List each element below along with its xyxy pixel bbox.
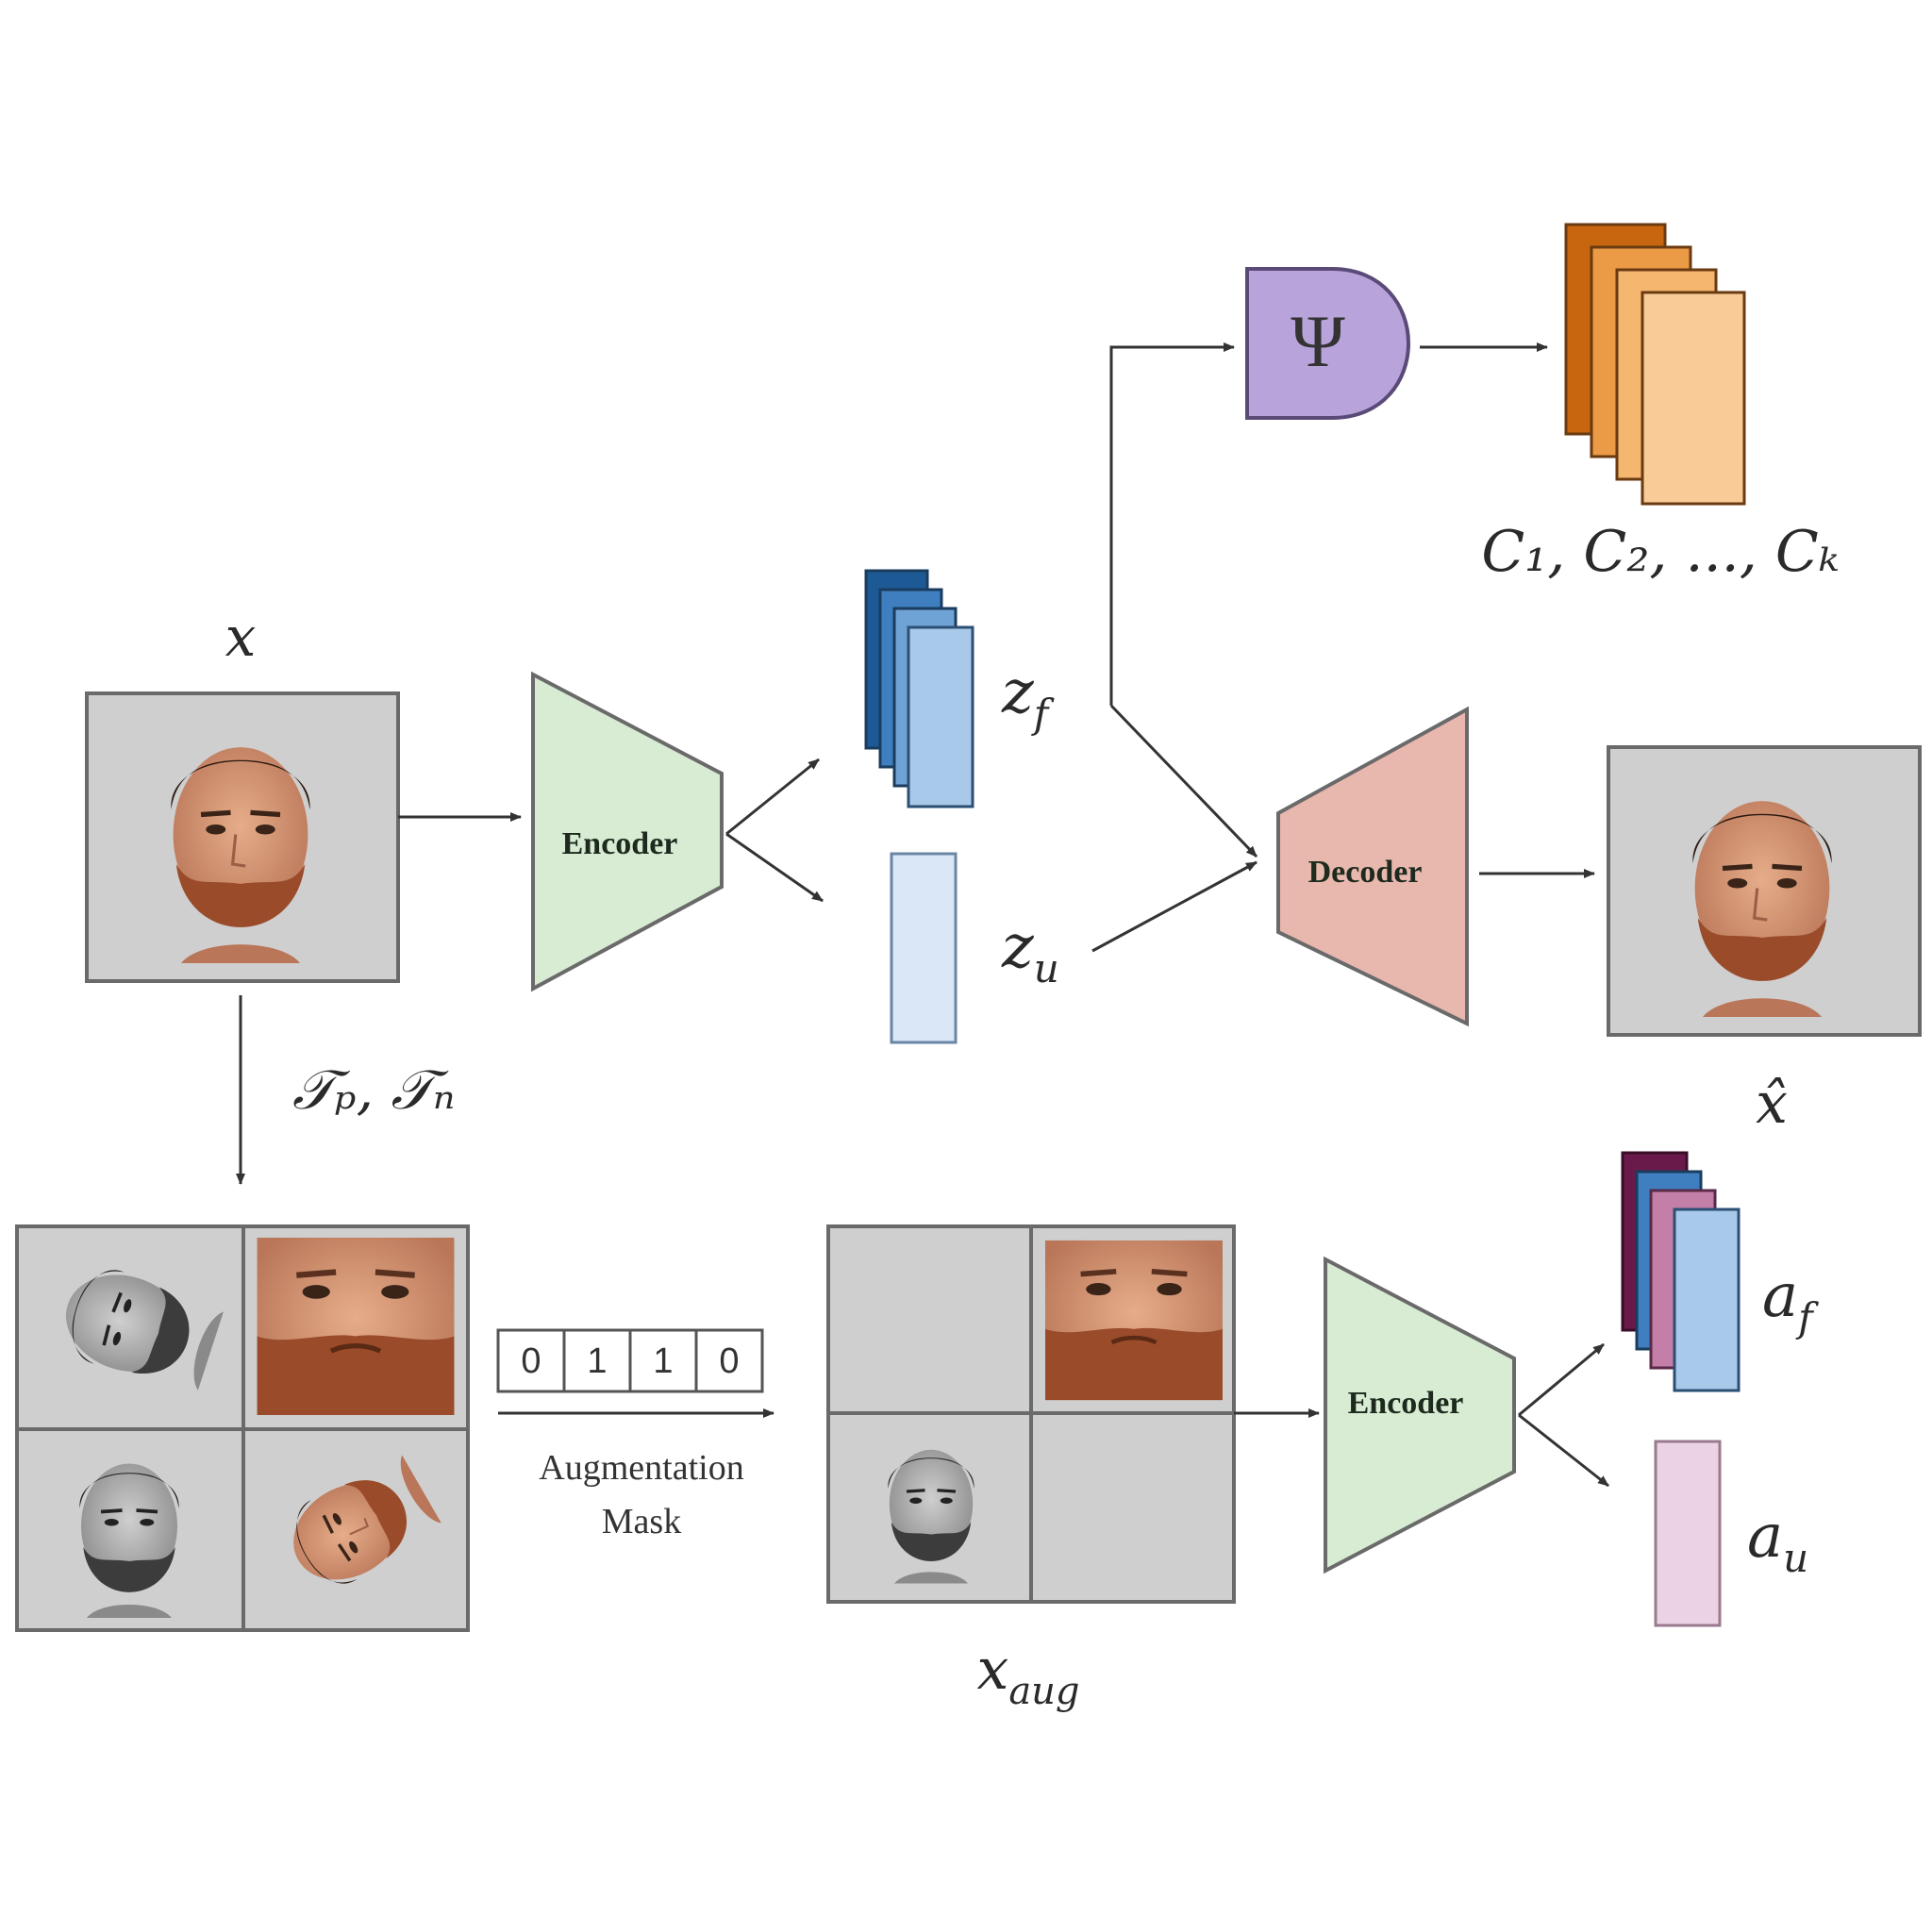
zf-feature-stack <box>864 569 974 808</box>
xaug-grid <box>826 1224 1236 1604</box>
cluster-stack <box>1564 223 1746 506</box>
cropped-color-face <box>258 1238 455 1415</box>
zu-feature-block <box>890 852 958 1044</box>
clusters-label: C₁, C₂, ..., Cₖ <box>1481 519 1839 585</box>
encoder-bottom: Encoder <box>1324 1256 1516 1574</box>
decoder: Decoder <box>1276 706 1469 1027</box>
encoder-top-label: Encoder <box>562 826 678 861</box>
arrow-encoder-to-zu <box>725 832 824 903</box>
psi-block: Ψ <box>1245 267 1410 420</box>
x-label: x <box>225 605 257 669</box>
zf-label: zf <box>1001 658 1055 737</box>
augmentation-mask: 0 1 1 0 <box>496 1328 764 1393</box>
xaug-label: xaug <box>976 1637 1079 1713</box>
encoder-bottom-label: Encoder <box>1348 1386 1464 1421</box>
mask-bit-2: 1 <box>653 1341 673 1381</box>
input-image <box>85 691 400 983</box>
x-hat-label: x̂ <box>1756 1071 1788 1137</box>
output-image <box>1607 745 1922 1037</box>
arrow-zf-to-decoder <box>1109 704 1258 858</box>
transforms-label: 𝒯ₚ, 𝒯ₙ <box>292 1058 455 1122</box>
encoder-top: Encoder <box>531 671 724 992</box>
arrow-encoder-to-au <box>1518 1413 1609 1488</box>
mask-bit-0: 0 <box>521 1341 541 1381</box>
zu-label: zu <box>1001 912 1059 991</box>
mask-label-line2: Mask <box>602 1502 681 1541</box>
xaug-cropped-face <box>1045 1241 1223 1400</box>
af-feature-stack <box>1621 1151 1740 1392</box>
mask-bit-3: 0 <box>719 1341 739 1381</box>
arrow-zf-to-psi <box>1109 342 1235 706</box>
arrow-encoder-to-af <box>1518 1342 1605 1417</box>
au-feature-block <box>1654 1440 1722 1627</box>
arrow-encoder-to-zf <box>725 758 820 836</box>
au-label: au <box>1747 1502 1808 1581</box>
arrow-zu-to-decoder <box>1091 860 1257 953</box>
augmented-grid <box>15 1224 470 1632</box>
mask-bit-1: 1 <box>587 1341 607 1381</box>
psi-symbol: Ψ <box>1291 300 1345 382</box>
af-label: af <box>1762 1261 1819 1341</box>
mask-label-line1: Augmentation <box>539 1448 743 1488</box>
decoder-label: Decoder <box>1308 855 1423 890</box>
